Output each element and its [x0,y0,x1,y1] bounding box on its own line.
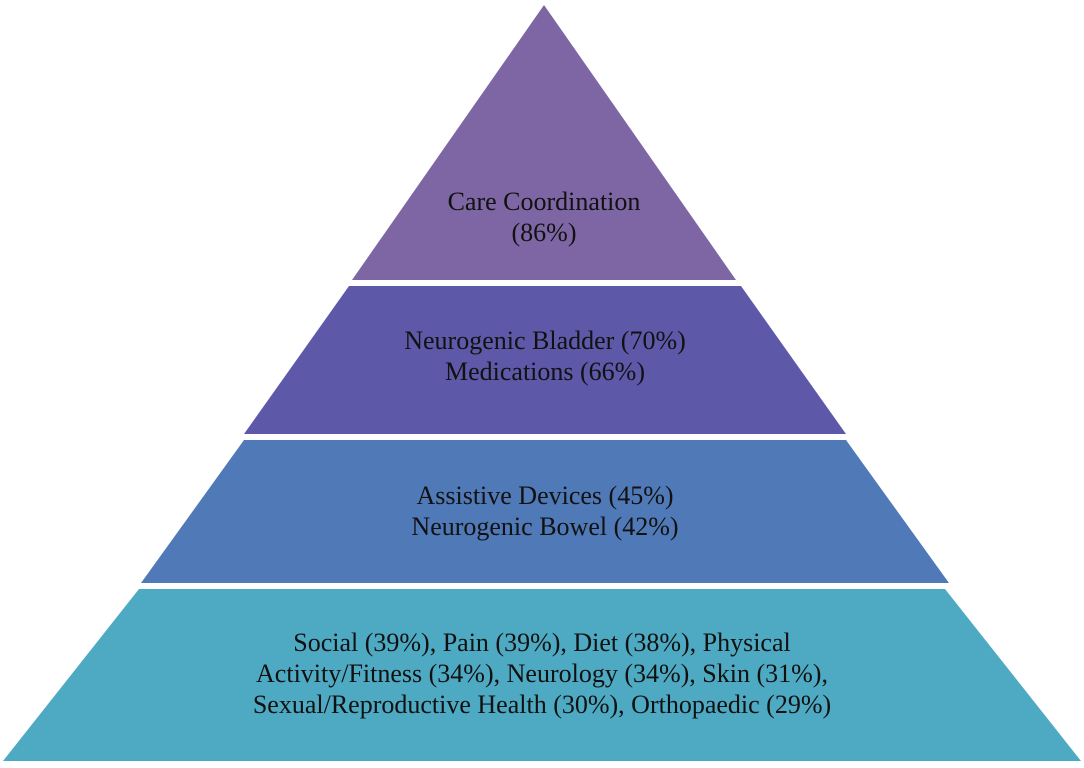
tier-2-line-2: Medications (66%) [444,357,645,386]
tier-3-line-1: Assistive Devices (45%) [416,481,674,510]
tier-1-label: Care Coordination (86%) [352,186,736,248]
tier-2-line-1: Neurogenic Bladder (70%) [404,326,686,355]
tier-3-line-2: Neurogenic Bowel (42%) [411,512,679,541]
tier-3-label: Assistive Devices (45%) Neurogenic Bowel… [141,480,949,542]
tier-1-triangle [352,5,736,280]
tier-4-shape [3,589,1081,761]
tier-1-line-2: (86%) [511,218,577,247]
pyramid-tier-care-coordination: Care Coordination (86%) [352,5,736,280]
tier-1-line-1: Care Coordination [447,187,641,216]
tier-3-shape [141,440,949,583]
tier-2-trapezoid [244,286,846,434]
tier-4-line-3: Sexual/Reproductive Health (30%), Orthop… [252,690,832,719]
tier-4-line-1: Social (39%), Pain (39%), Diet (38%), Ph… [293,628,791,657]
tier-2-label: Neurogenic Bladder (70%) Medications (66… [244,325,846,387]
pyramid-tier-devices-bowel: Assistive Devices (45%) Neurogenic Bowel… [141,440,949,583]
tier-3-trapezoid [141,440,949,583]
tier-4-trapezoid [3,589,1081,761]
pyramid-tier-base: Social (39%), Pain (39%), Diet (38%), Ph… [3,589,1081,761]
tier-4-line-2: Activity/Fitness (34%), Neurology (34%),… [256,659,828,688]
tier-1-shape [352,5,736,280]
pyramid-tier-bladder-medications: Neurogenic Bladder (70%) Medications (66… [244,286,846,434]
tier-2-shape [244,286,846,434]
tier-4-label: Social (39%), Pain (39%), Diet (38%), Ph… [3,627,1081,720]
